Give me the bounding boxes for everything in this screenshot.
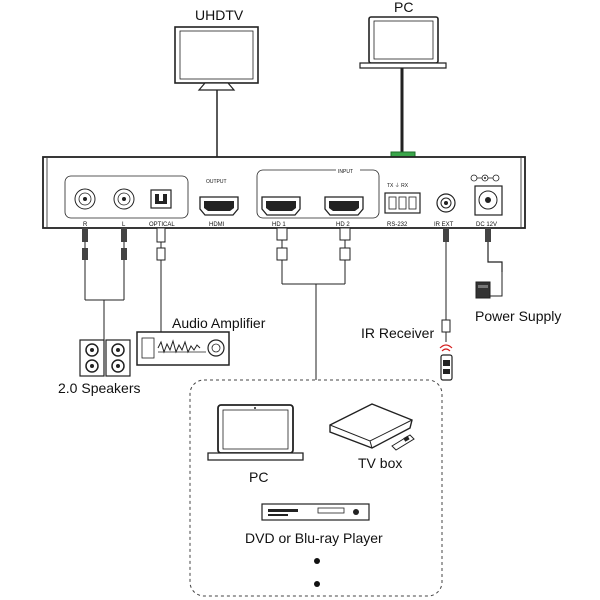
pc-source-label: PC: [249, 469, 268, 485]
optical-port: [150, 189, 172, 209]
device-rear-panel: [42, 156, 526, 229]
audio-amplifier-device: [136, 331, 230, 366]
hdmi-input-cables: [276, 227, 351, 380]
ir-cable: [443, 228, 449, 320]
hdmi-output-port: [199, 196, 239, 216]
tv-box-label: TV box: [358, 455, 402, 471]
port-hd2-label: HD 2: [336, 222, 350, 228]
more-indicator-dot: [314, 558, 320, 564]
pc-source-device: [207, 404, 304, 461]
port-hdmi-label: HDMI: [209, 222, 225, 228]
remote-control-icon: [391, 434, 415, 451]
hdmi-input-2-port: [324, 196, 364, 216]
ir-receiver-device: [439, 319, 453, 381]
audio-port-group: [64, 175, 189, 219]
uhdtv-label: UHDTV: [195, 7, 244, 23]
rca-l-port: [113, 188, 135, 210]
port-hd1-label: HD 1: [272, 222, 286, 228]
rs232-port: [384, 192, 421, 214]
port-r-label: R: [83, 222, 88, 228]
hdmi-input-1-port: [261, 196, 301, 216]
power-supply-label: Power Supply: [475, 308, 561, 324]
speakers-label: 2.0 Speakers: [58, 380, 141, 396]
optical-cable: [156, 227, 166, 332]
dc-polarity-icon: [470, 174, 500, 182]
more-indicator-dot: [314, 581, 320, 587]
dc-power-port: [474, 185, 503, 216]
input-header-label: INPUT: [338, 169, 353, 175]
rca-cables: [82, 228, 127, 340]
dvd-player-device: [261, 503, 370, 521]
rca-r-port: [74, 188, 96, 210]
ir-receiver-label: IR Receiver: [361, 325, 434, 341]
uhdtv-device: [174, 26, 259, 91]
audio-amplifier-label: Audio Amplifier: [172, 315, 266, 331]
port-dc-label: DC 12V: [476, 222, 497, 228]
tv-box-device: [329, 403, 413, 449]
rs232-pins-label: TX ⏚ RX: [387, 182, 409, 189]
port-irext-label: IR EXT: [434, 222, 454, 228]
input-port-group: [256, 169, 380, 219]
pc-top-label: PC: [394, 0, 413, 15]
pc-top-device: [359, 16, 447, 69]
port-l-label: L: [122, 222, 126, 228]
port-rs232-label: RS-232: [387, 222, 408, 228]
power-supply-device: [475, 281, 491, 299]
ir-ext-port: [436, 193, 456, 213]
power-cable: [485, 228, 503, 297]
speakers-device: [79, 339, 131, 377]
port-optical-label: OPTICAL: [149, 222, 175, 228]
dvd-player-label: DVD or Blu-ray Player: [245, 530, 383, 546]
output-header-label: OUTPUT: [206, 179, 227, 185]
